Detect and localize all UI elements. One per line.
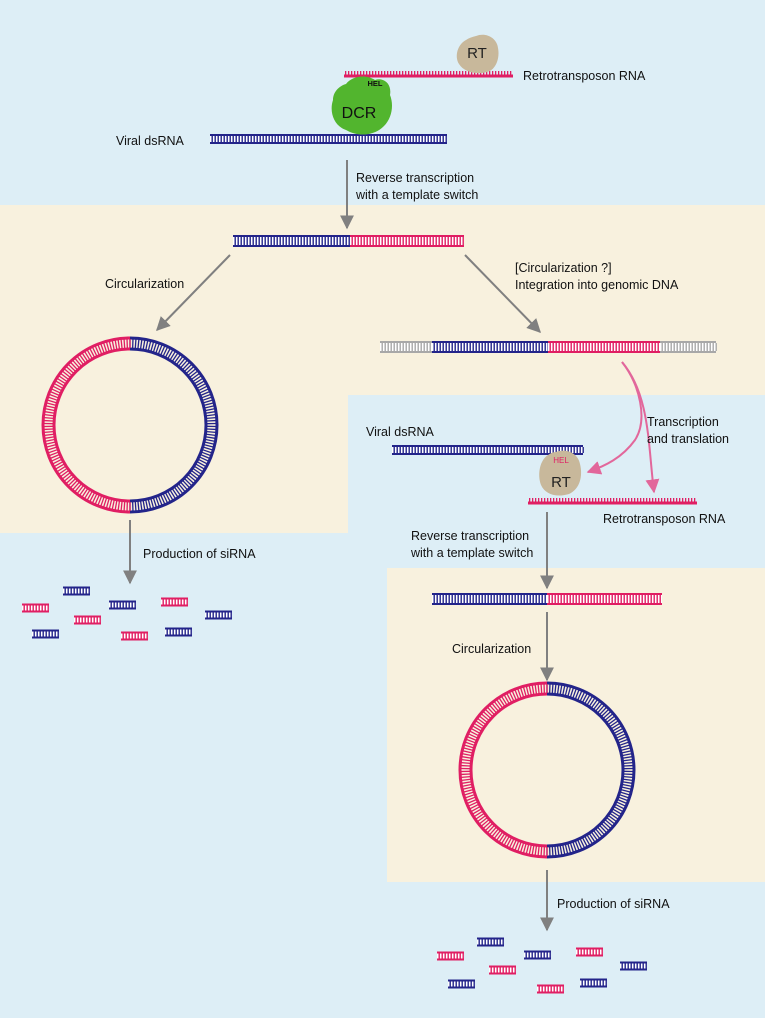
label-rt-switch-2b: with a template switch [410,546,533,560]
retro-rna-strand-top [344,71,513,78]
chimera-viral-part [233,235,350,247]
sirna-left-5 [74,615,101,625]
dcr-blob [331,76,392,135]
dcr-label: DCR [342,105,377,122]
strands-layer [22,71,717,994]
genomic-flank-left [380,341,432,353]
rt-blob-top [456,34,499,74]
sirna-left-2 [109,600,136,610]
integrated-retro-part [548,341,660,353]
label-production-left: Production of siRNA [143,547,256,561]
label-integration-a: [Circularization ?] [515,261,612,275]
chimera-retro-part [350,235,464,247]
sirna-right-5 [489,965,516,975]
panel-cream-left [0,205,348,533]
viral-dsrna-top [210,134,447,144]
rt-blob-bottom [539,450,582,496]
label-circularization-right: Circularization [452,642,531,656]
label-retro-rna-mid: Retrotransposon RNA [603,512,726,526]
sirna-left-8 [121,631,148,641]
gray-arrows [123,160,554,932]
circle-left [41,336,219,514]
label-viral-dsrna-mid: Viral dsRNA [366,425,435,439]
rt-protein-top: RT [456,34,499,74]
rt-label-top: RT [467,45,487,62]
circle-right [458,681,636,859]
label-rt-switch-2a: Reverse transcription [411,529,529,543]
chimera2-retro-part [547,593,662,605]
sirna-left-4 [205,610,232,620]
integrated-viral-part [432,341,549,353]
labels: Retrotransposon RNA Viral dsRNA Reverse … [105,69,729,911]
label-viral-dsrna-top: Viral dsRNA [116,134,185,148]
viral-dsrna-mid [392,445,584,455]
sirna-left-7 [165,627,192,637]
sirna-left-3 [161,597,188,607]
arrow-integration [464,254,541,334]
label-integration-b: Integration into genomic DNA [515,278,679,292]
rt-label-bottom: RT [551,474,571,491]
hel-label-top: HEL [368,79,383,88]
panel-cream-right [348,205,765,395]
sirna-left-1 [22,603,49,613]
sirna-left-0 [63,586,90,596]
sirna-right-1 [437,951,464,961]
genomic-flank-right [660,341,717,353]
panel-cream-lower [387,568,765,882]
background-panels [0,205,765,882]
arrow-circularization-left [156,254,231,332]
sirna-right-4 [620,961,647,971]
pink-arrows [586,361,660,494]
arrow-transcription [621,361,660,494]
label-transcription-b: and translation [647,432,729,446]
dcr-protein: DCR HEL [331,76,392,135]
sirna-right-2 [524,950,551,960]
hel-label-bottom: HEL [553,456,569,465]
label-circularization-left: Circularization [105,277,184,291]
label-rt-switch-1a: Reverse transcription [356,171,474,185]
label-retro-rna-top: Retrotransposon RNA [523,69,646,83]
sirna-right-3 [576,947,603,957]
label-transcription-a: Transcription [647,415,719,429]
rt-protein-bottom: RT HEL [539,450,582,496]
sirna-left-6 [32,629,59,639]
sirna-right-7 [580,978,607,988]
label-rt-switch-1b: with a template switch [355,188,478,202]
chimera2-viral-part [432,593,547,605]
retro-rna-strand-mid [528,498,697,505]
sirna-right-6 [448,979,475,989]
label-production-right: Production of siRNA [557,897,670,911]
sirna-right-0 [477,937,504,947]
sirna-right-8 [537,984,564,994]
